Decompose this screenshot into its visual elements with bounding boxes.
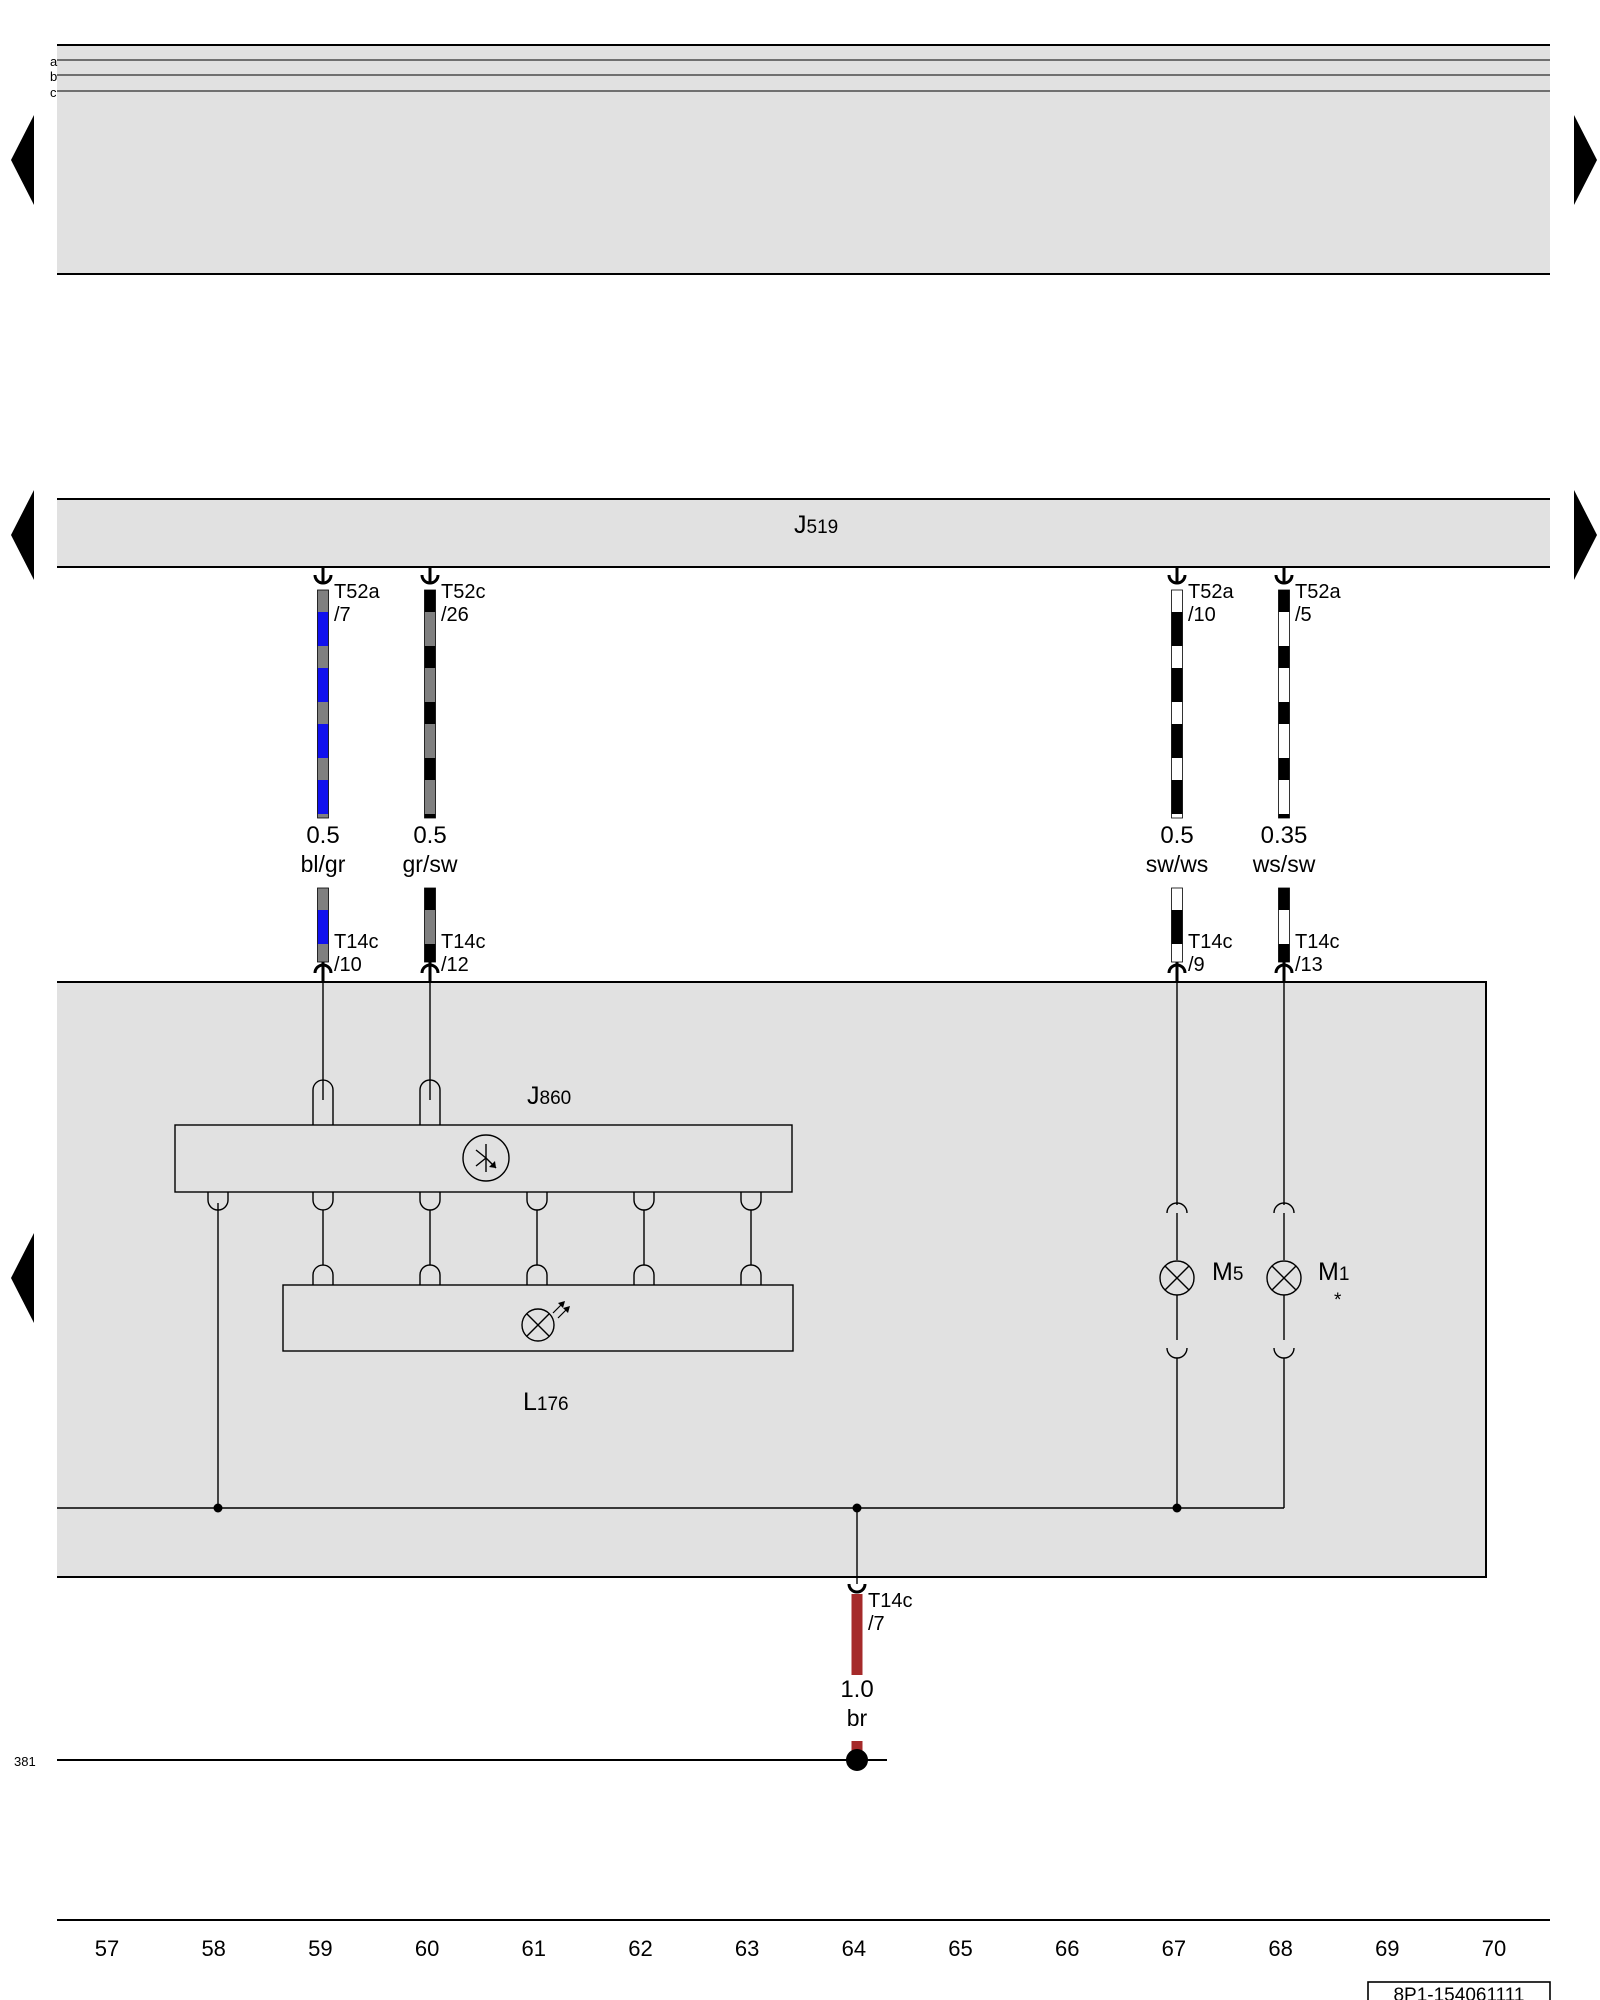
- wire-4-upper-outline: [1278, 589, 1290, 819]
- column-number-60: 60: [415, 1936, 439, 1961]
- next-page-arrow-icon[interactable]: [1574, 115, 1597, 205]
- column-number-57: 57: [95, 1936, 119, 1961]
- doc-number-box: 8P1-154061111: [1367, 1981, 1551, 2000]
- wire-2-upper-outline: [424, 589, 436, 819]
- wire-1-color-code: bl/gr: [301, 851, 346, 877]
- prev-page-arrow-icon-3[interactable]: [11, 1233, 34, 1323]
- wire-3-cross-section: 0.5: [1160, 822, 1193, 849]
- bulb-m1: M1 *: [1266, 982, 1349, 1359]
- harness-wires: T52a/70.5bl/grT14c/10T52c/260.5gr/swT14c…: [301, 567, 1341, 982]
- control-unit-j519-label: J519: [794, 511, 838, 539]
- wire-3-top-connector-label: T52a: [1188, 581, 1234, 603]
- wire-1-upper-outline: [317, 589, 329, 819]
- m1-sub: 1: [1339, 1264, 1350, 1285]
- j860-input-wires: [312, 982, 441, 1125]
- column-number-59: 59: [308, 1936, 332, 1961]
- column-number-62: 62: [628, 1936, 652, 1961]
- wire-4-top-pin-label: /5: [1295, 604, 1312, 626]
- ground-color-code: br: [847, 1705, 868, 1731]
- wire-2-top-pin-label: /26: [441, 604, 469, 626]
- wire-2-color-code: gr/sw: [403, 851, 458, 877]
- prev-page-arrow-icon-2[interactable]: [11, 490, 34, 580]
- module-j860-label: J860: [527, 1082, 571, 1110]
- wire-1-bottom-connector-label: T14c: [334, 931, 378, 953]
- column-scale: 57 58 59 60 61 62 63 64 65 66 67 68 69 70: [57, 1919, 1550, 1961]
- module-j860: J860: [174, 1082, 793, 1193]
- wire-3-bottom-connector-label: T14c: [1188, 931, 1232, 953]
- bulb-m5-label: M5: [1212, 1258, 1243, 1286]
- l176-id: L: [523, 1388, 537, 1416]
- bulb-m5: M5: [1159, 982, 1243, 1359]
- bulb-m1-note: *: [1334, 1290, 1342, 1311]
- wire-3-color-code: sw/ws: [1146, 851, 1209, 877]
- wire-4-bottom-connector-label: T14c: [1295, 931, 1339, 953]
- ground-rail-label: 381: [14, 1754, 36, 1769]
- lamp-icon: [521, 1301, 570, 1342]
- wire-1-cross-section: 0.5: [306, 822, 339, 849]
- l176-sub: 176: [537, 1394, 569, 1415]
- wire-2-cross-section: 0.5: [413, 822, 446, 849]
- lamp-module-l176-label: L176: [523, 1388, 569, 1416]
- column-number-61: 61: [522, 1936, 546, 1961]
- wire-2-top-connector-label: T52c: [441, 581, 485, 603]
- column-number-58: 58: [201, 1936, 225, 1961]
- wire-1-top-pin-label: /7: [334, 604, 351, 626]
- column-number-63: 63: [735, 1936, 759, 1961]
- wire-3-bottom-pin-label: /9: [1188, 954, 1205, 976]
- rail-label-a: a: [50, 54, 58, 69]
- j860-id: J: [527, 1082, 540, 1110]
- j519-sub: 519: [807, 517, 839, 538]
- wire-1-bottom-pin-label: /10: [334, 954, 362, 976]
- wire-2-bottom-connector-label: T14c: [441, 931, 485, 953]
- wire-3-top-pin-label: /10: [1188, 604, 1216, 626]
- ground-connector-label: T14c: [868, 1590, 912, 1612]
- prev-page-arrow-icon[interactable]: [11, 115, 34, 205]
- rail-label-c: c: [50, 85, 57, 100]
- doc-number: 8P1-154061111: [1393, 1985, 1524, 2000]
- ground-rail: 381: [14, 1749, 887, 1771]
- column-number-66: 66: [1055, 1936, 1079, 1961]
- column-number-67: 67: [1162, 1936, 1186, 1961]
- wire-4-top-connector-label: T52a: [1295, 581, 1341, 603]
- top-band: a b c: [50, 44, 1550, 275]
- lamp-module-l176: L176: [282, 1284, 794, 1416]
- ground-wire: T14c /7 1.0 br: [840, 1583, 912, 1755]
- wire-4-bottom-pin-label: /13: [1295, 954, 1323, 976]
- m5-id: M: [1212, 1258, 1233, 1286]
- instrument-module: [57, 981, 1487, 1578]
- wire-3-upper-outline: [1171, 589, 1183, 819]
- column-number-70: 70: [1482, 1936, 1506, 1961]
- rail-label-b: b: [50, 69, 57, 84]
- ground-pin-label: /7: [868, 1613, 885, 1635]
- wire-4-cross-section: 0.35: [1261, 822, 1308, 849]
- control-unit-j519: J519: [57, 498, 1550, 568]
- internal-ground-bus: [57, 1203, 1285, 1584]
- column-number-65: 65: [948, 1936, 972, 1961]
- wire-2-bottom-pin-label: /12: [441, 954, 469, 976]
- m1-id: M: [1318, 1258, 1339, 1286]
- ground-cross-section: 1.0: [840, 1676, 873, 1703]
- j860-l176-links: [207, 1192, 762, 1285]
- column-number-64: 64: [842, 1936, 866, 1961]
- bulb-m1-label: M1: [1318, 1258, 1349, 1286]
- sensor-icon: [462, 1134, 510, 1182]
- next-page-arrow-icon-2[interactable]: [1574, 490, 1597, 580]
- wire-1-top-connector-label: T52a: [334, 581, 380, 603]
- j519-id: J: [794, 511, 807, 539]
- j860-sub: 860: [540, 1088, 572, 1109]
- wire-4-color-code: ws/sw: [1252, 851, 1316, 877]
- m5-sub: 5: [1233, 1264, 1244, 1285]
- column-number-69: 69: [1375, 1936, 1399, 1961]
- column-number-68: 68: [1268, 1936, 1292, 1961]
